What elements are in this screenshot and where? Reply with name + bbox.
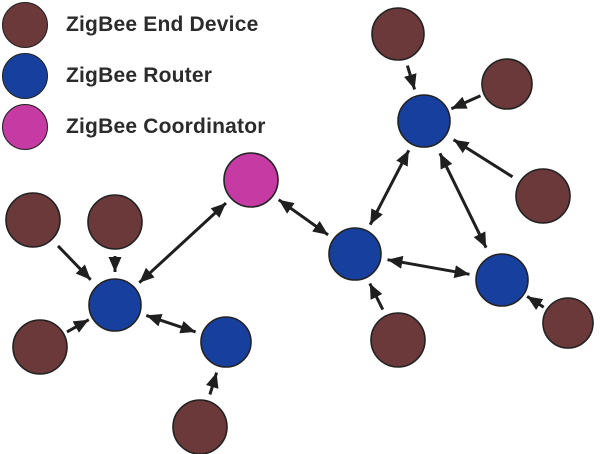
edge-e6-r4-arrow xyxy=(66,318,90,334)
edge-e7-r5-arrow xyxy=(205,372,219,395)
end-device-node xyxy=(370,312,426,368)
legend-item-router: ZigBee Router xyxy=(2,53,266,99)
legend-label-router: ZigBee Router xyxy=(66,64,213,87)
edge-e1-r1-arrow xyxy=(404,65,417,90)
edge-r2-r3-bidirectional-arrow xyxy=(387,255,470,279)
end-device-node xyxy=(12,319,68,375)
edge-e8-r2-arrow xyxy=(368,282,385,311)
edge-e4-r4-arrow xyxy=(56,244,92,281)
router-node xyxy=(200,316,252,368)
router-swatch-icon xyxy=(2,53,48,99)
edge-e2-r1-arrow xyxy=(450,94,482,111)
legend-item-end-device: ZigBee End Device xyxy=(2,2,266,48)
router-node xyxy=(397,94,451,148)
legend-label-coordinator: ZigBee Coordinator xyxy=(66,115,266,138)
edge-c1-r4-bidirectional-arrow xyxy=(138,201,228,284)
edge-e9-r3-arrow xyxy=(526,295,545,311)
edge-e3-r1-arrow xyxy=(452,138,514,179)
legend-item-coordinator: ZigBee Coordinator xyxy=(2,104,266,150)
router-node xyxy=(328,227,382,281)
end-device-node xyxy=(172,399,228,454)
coordinator-node xyxy=(223,152,279,208)
end-device-node xyxy=(481,58,533,110)
end-device-node xyxy=(515,168,571,224)
edge-r2-r1-bidirectional-arrow xyxy=(368,149,411,226)
coordinator-swatch-icon xyxy=(2,104,48,150)
end-device-node xyxy=(542,297,594,349)
legend: ZigBee End Device ZigBee Router ZigBee C… xyxy=(2,2,266,150)
router-node xyxy=(475,253,529,307)
router-node xyxy=(88,278,142,332)
legend-label-end-device: ZigBee End Device xyxy=(66,13,259,36)
end-device-node xyxy=(87,194,143,250)
edge-r1-r3-bidirectional-arrow xyxy=(438,152,488,249)
end-device-node xyxy=(5,192,61,248)
end-device-swatch-icon xyxy=(2,2,48,48)
end-device-node xyxy=(371,7,425,61)
edge-c1-r2-bidirectional-arrow xyxy=(277,198,329,237)
edge-r4-r5-bidirectional-arrow xyxy=(145,313,197,334)
